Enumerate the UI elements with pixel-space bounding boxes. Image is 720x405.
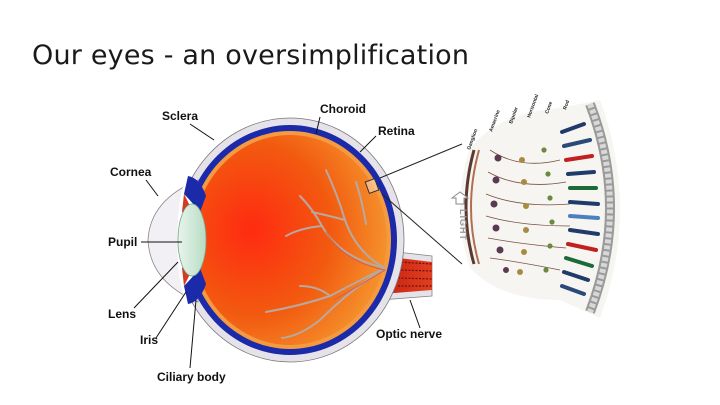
label-optic-nerve: Optic nerve (376, 327, 442, 341)
lens (177, 203, 207, 277)
retina-detail-box (364, 178, 380, 194)
light-label: LIGHT (458, 209, 468, 241)
label-ciliary-body: Ciliary body (157, 370, 226, 384)
svg-text:Rod: Rod (562, 99, 571, 110)
leader-lines (133, 116, 421, 369)
slide-title: Our eyes - an oversimplification (32, 40, 470, 71)
retinal-vessels (265, 169, 386, 339)
svg-text:Cone: Cone (544, 101, 554, 115)
svg-text:Bipolar: Bipolar (508, 106, 520, 124)
retina-cross-section: Ganglion Amacrine Bipolar Horizontal Con… (460, 93, 620, 318)
label-iris: Iris (140, 333, 158, 347)
label-sclera: Sclera (162, 109, 198, 123)
label-lens: Lens (108, 307, 136, 321)
label-choroid: Choroid (320, 102, 366, 116)
vitreous-body (193, 135, 387, 345)
label-cornea: Cornea (110, 165, 152, 179)
label-retina: Retina (378, 124, 415, 138)
light-indicator: LIGHT (450, 191, 470, 241)
label-pupil: Pupil (108, 235, 137, 249)
